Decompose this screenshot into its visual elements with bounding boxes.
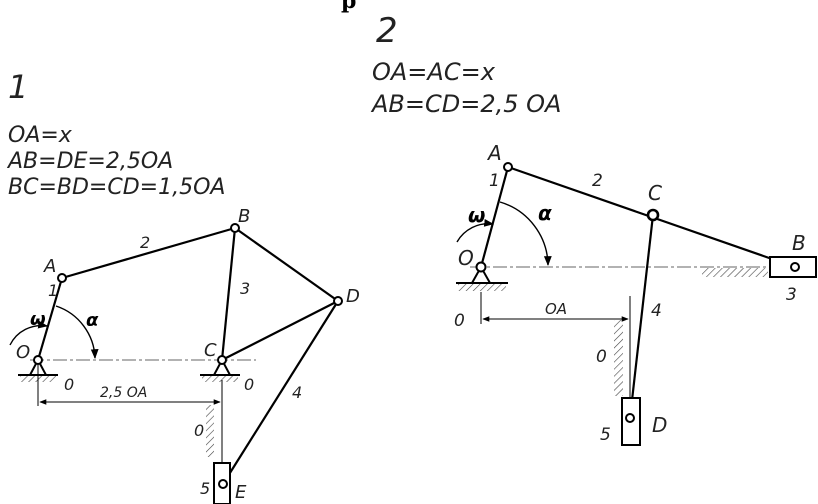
scheme-2-guide-d-hatch — [614, 320, 623, 396]
scheme-1-link-oa — [36, 277, 64, 361]
scheme-1-link-bc — [220, 227, 237, 361]
scheme-2-ground-o — [458, 283, 506, 291]
scheme-2-link-2-label: 2 — [592, 171, 603, 191]
scheme-1-alpha-arc — [55, 305, 99, 359]
scheme-2-label-d: D — [652, 413, 667, 437]
scheme-1-omega-label: ω — [30, 309, 46, 330]
scheme-2-link-cd — [628, 214, 655, 419]
scheme-2-joint-b — [790, 262, 800, 272]
scheme-1-guide-hatch — [206, 405, 214, 457]
scheme-1-ground-label-1: 0 — [64, 375, 74, 394]
scheme-1-link-cd — [221, 300, 339, 361]
scheme-1-given-3: BC=BD=CD=1,5OA — [8, 175, 225, 200]
scheme-2: 2 OA=AC=x AB=CD=2,5 OA ω α — [370, 11, 817, 446]
scheme-1-given-1: OA=x — [8, 123, 73, 148]
scheme-2-guide-b-hatch — [702, 268, 768, 277]
scheme-2-number: 2 — [376, 11, 398, 51]
scheme-1-label-d: D — [346, 286, 360, 307]
scheme-2-label-a: A — [486, 141, 502, 165]
scheme-2-given-2: AB=CD=2,5 OA — [370, 90, 561, 118]
scheme-1-link-5-label: 5 — [200, 479, 210, 498]
header-partial-title: р — [341, 0, 356, 14]
scheme-2-link-1-label: 1 — [489, 171, 500, 191]
scheme-1-link-3-label: 3 — [240, 279, 250, 298]
scheme-1-given-2: AB=DE=2,5OA — [6, 149, 173, 174]
scheme-2-link-oa — [479, 166, 510, 268]
scheme-1-label-e: E — [235, 482, 247, 503]
scheme-2-ground-label-2: 0 — [596, 347, 607, 367]
scheme-1-omega-arc — [9, 320, 48, 346]
scheme-2-ground-label-1: 0 — [454, 311, 465, 331]
scheme-1-link-ab — [61, 226, 236, 280]
scheme-1-link-2-label: 2 — [140, 233, 150, 252]
scheme-2-dimension-label: OA — [545, 300, 567, 318]
scheme-2-joint-a — [503, 162, 513, 172]
scheme-2-omega-label: ω — [468, 203, 485, 227]
scheme-1-link-4-label: 4 — [292, 383, 302, 402]
scheme-1-joint-e — [218, 479, 228, 489]
scheme-2-given-1: OA=AC=x — [372, 58, 496, 86]
scheme-2-alpha-arc — [499, 201, 552, 266]
scheme-2-label-c: C — [648, 181, 662, 205]
scheme-1-ground-label-2: 0 — [244, 375, 254, 394]
scheme-1-joint-a — [57, 273, 67, 283]
scheme-1-label-a: A — [43, 256, 56, 277]
scheme-1-label-o: O — [16, 342, 30, 363]
scheme-1-label-b: B — [238, 206, 250, 227]
scheme-2-joint-d — [625, 413, 635, 423]
scheme-1-label-c: C — [204, 340, 217, 361]
scheme-1-link-1-label: 1 — [48, 281, 58, 300]
scheme-2-omega-arc — [456, 218, 494, 243]
scheme-1-link-bd — [234, 227, 339, 302]
scheme-1: 1 OA=x AB=DE=2,5OA BC=BD=CD=1,5OA — [6, 68, 360, 504]
scheme-1-link-de — [222, 300, 339, 485]
scheme-1-ground-c — [202, 375, 238, 382]
scheme-1-dimension-label: 2,5 OA — [100, 385, 147, 401]
scheme-2-link-3-label: 3 — [786, 285, 797, 305]
scheme-1-joint-b — [230, 223, 240, 233]
scheme-1-number: 1 — [8, 68, 28, 106]
scheme-2-label-b: B — [792, 231, 806, 255]
scheme-2-label-o: O — [458, 246, 474, 270]
scheme-2-alpha-label: α — [538, 201, 552, 225]
scheme-2-joint-c — [646, 208, 660, 222]
scheme-2-link-4-label: 4 — [651, 301, 662, 321]
scheme-1-joint-o — [33, 355, 43, 365]
scheme-1-joint-c — [217, 355, 227, 365]
scheme-1-alpha-label: α — [86, 310, 99, 331]
scheme-1-ground-label-3: 0 — [194, 421, 204, 440]
scheme-2-joint-o — [475, 261, 487, 273]
scheme-1-joint-d — [333, 296, 343, 306]
scheme-2-link-5-label: 5 — [600, 425, 611, 445]
